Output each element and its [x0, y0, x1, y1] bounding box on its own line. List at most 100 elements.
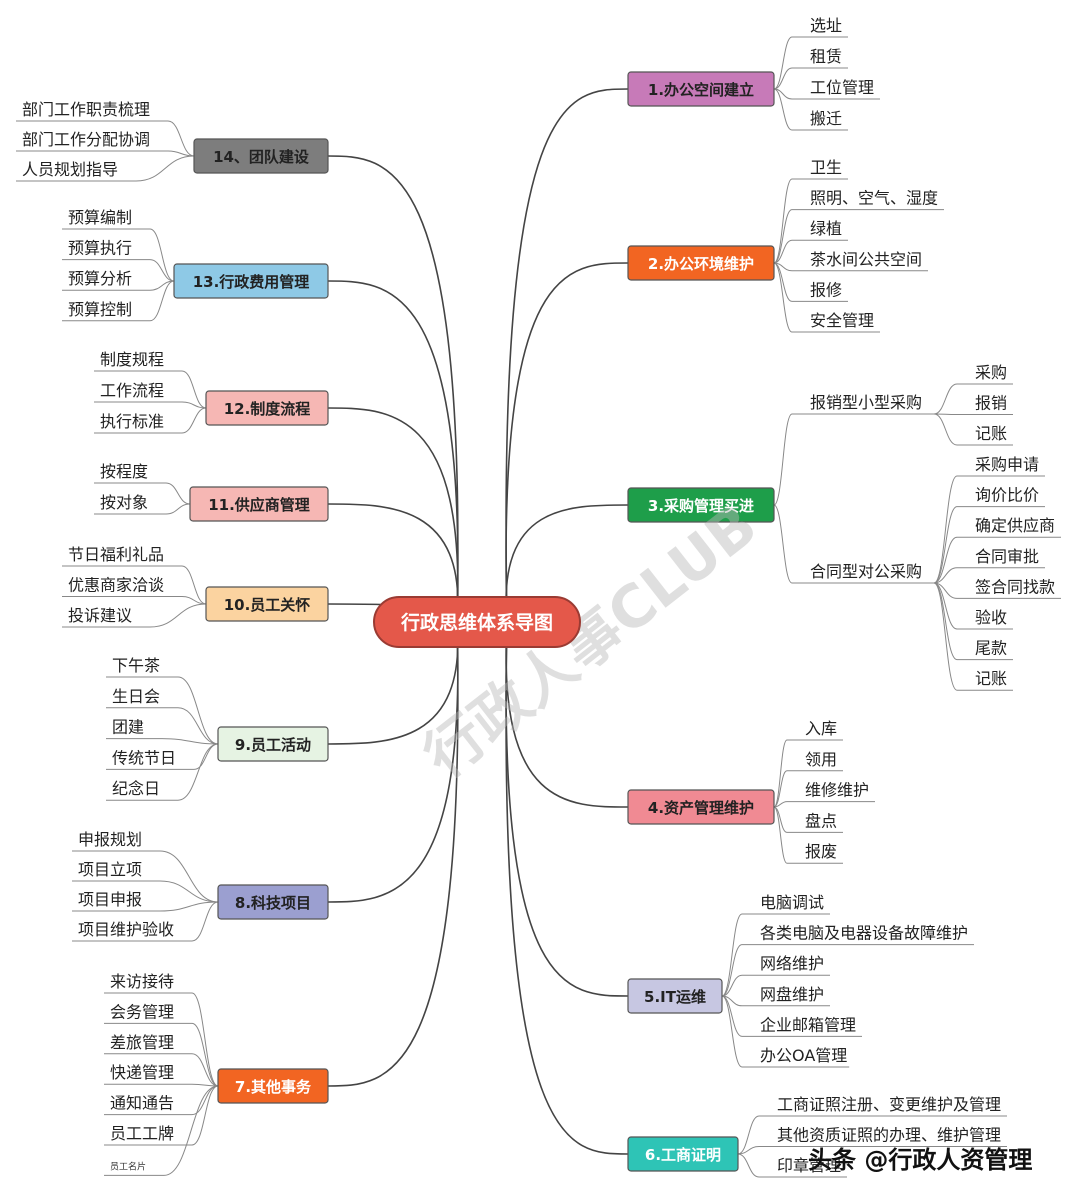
- branch-9-leaf[interactable]: 纪念日: [106, 743, 219, 801]
- branch-3-group-2-leaf[interactable]: 记账: [933, 582, 1013, 691]
- branch-13-leaf[interactable]: 预算控制: [62, 280, 175, 322]
- branch-3-group-label: 合同型对公采购: [810, 562, 922, 581]
- branch-10-node[interactable]: 10.员工关怀: [205, 586, 329, 622]
- branch-11-leaf[interactable]: 按程度: [94, 462, 191, 505]
- branch-2-leaf[interactable]: 卫生: [773, 158, 848, 264]
- branch-14-leaf-label: 部门工作职责梳理: [22, 100, 150, 119]
- branch-1-node[interactable]: 1.办公空间建立: [627, 71, 775, 107]
- branch-5-leaf-label: 办公OA管理: [760, 1046, 847, 1065]
- branch-3-node[interactable]: 3.采购管理买进: [627, 487, 775, 523]
- branch-12-node[interactable]: 12.制度流程: [205, 390, 329, 426]
- branch-1-leaf[interactable]: 工位管理: [773, 78, 880, 100]
- branch-3-group-2-leaf[interactable]: 采购申请: [933, 455, 1045, 584]
- branch-7-leaf[interactable]: 差旅管理: [104, 1033, 219, 1087]
- branch-3-group-1[interactable]: 报销型小型采购: [773, 393, 934, 506]
- branch-8-leaf[interactable]: 项目申报: [72, 890, 219, 912]
- leaf-layer: 选址租赁工位管理搬迁卫生照明、空气、湿度绿植茶水间公共空间报修安全管理报销型小型…: [16, 16, 1061, 1178]
- branch-5-label: 5.IT运维: [644, 988, 706, 1006]
- branch-14-leaf[interactable]: 人员规划指导: [16, 155, 195, 182]
- branch-7-leaf[interactable]: 会务管理: [104, 1002, 219, 1087]
- branch-10-leaf[interactable]: 优惠商家洽谈: [62, 576, 207, 605]
- branch-5-leaf[interactable]: 网盘维护: [721, 985, 830, 1007]
- branch-5-node[interactable]: 5.IT运维: [627, 978, 723, 1014]
- branch-1-label: 1.办公空间建立: [648, 81, 754, 99]
- branch-5-leaf[interactable]: 网络维护: [721, 954, 830, 997]
- branch-11-node[interactable]: 11.供应商管理: [189, 486, 329, 522]
- branch-3-group-2-leaf[interactable]: 确定供应商: [933, 516, 1061, 584]
- branch-11-leaf-label: 按程度: [100, 462, 148, 481]
- branch-10-leaf[interactable]: 节日福利礼品: [62, 545, 207, 605]
- branch-8-leaf[interactable]: 项目维护验收: [72, 901, 219, 942]
- branch-6-node[interactable]: 6.工商证明: [627, 1136, 739, 1172]
- branch-4-leaf[interactable]: 报废: [773, 806, 843, 864]
- branch-12-leaf[interactable]: 制度规程: [94, 350, 207, 409]
- branch-4-leaf[interactable]: 入库: [773, 719, 843, 808]
- branch-6-leaf[interactable]: 工商证照注册、变更维护及管理: [737, 1095, 1007, 1155]
- branch-2-leaf-label: 照明、空气、湿度: [810, 189, 938, 208]
- branch-11-leaf[interactable]: 按对象: [94, 493, 191, 515]
- branch-14-node[interactable]: 14、团队建设: [193, 138, 329, 174]
- branch-6-leaf[interactable]: 其他资质证照的办理、维护管理: [737, 1126, 1007, 1155]
- branch-1-leaf[interactable]: 租赁: [773, 47, 848, 90]
- branch-5-leaf[interactable]: 各类电脑及电器设备故障维护: [721, 924, 974, 997]
- branch-7-leaf[interactable]: 员工名片: [104, 1085, 219, 1176]
- branch-6-leaf[interactable]: 印章管理: [737, 1153, 847, 1178]
- branch-10-leaf-label: 投诉建议: [68, 606, 132, 625]
- branch-9-leaf[interactable]: 团建: [106, 718, 219, 745]
- branch-3-group-2-leaf[interactable]: 签合同找款: [933, 577, 1061, 599]
- branch-8-leaf-label: 项目立项: [78, 860, 142, 879]
- branch-2-leaf-label: 安全管理: [810, 311, 874, 330]
- branch-13-leaf-label: 预算执行: [68, 239, 132, 258]
- branch-5-leaf[interactable]: 电脑调试: [721, 893, 830, 997]
- branch-9-node[interactable]: 9.员工活动: [217, 726, 329, 762]
- branch-12-leaf[interactable]: 执行标准: [94, 407, 207, 434]
- branch-4-leaf[interactable]: 维修维护: [773, 781, 875, 808]
- branch-7-leaf[interactable]: 通知通告: [104, 1085, 219, 1116]
- branch-13-leaf[interactable]: 预算编制: [62, 208, 175, 282]
- branch-8-leaf[interactable]: 申报规划: [72, 830, 219, 903]
- branch-8-leaf[interactable]: 项目立项: [72, 860, 219, 903]
- branch-9-leaf[interactable]: 下午茶: [106, 656, 219, 745]
- branch-1-leaf[interactable]: 选址: [773, 16, 848, 90]
- branch-9-leaf[interactable]: 生日会: [106, 687, 219, 745]
- branch-4-leaf[interactable]: 盘点: [773, 806, 843, 833]
- branch-2-leaf[interactable]: 照明、空气、湿度: [773, 189, 944, 264]
- branch-10-leaf[interactable]: 投诉建议: [62, 603, 207, 628]
- branch-2-node[interactable]: 2.办公环境维护: [627, 245, 775, 281]
- branch-13-leaf[interactable]: 预算分析: [62, 269, 175, 291]
- branch-8-label: 8.科技项目: [235, 894, 311, 912]
- branch-2-leaf[interactable]: 安全管理: [773, 262, 880, 333]
- branch-3-group-2-leaf-label: 签合同找款: [975, 577, 1055, 596]
- branch-7-leaf[interactable]: 员工工牌: [104, 1085, 219, 1146]
- branch-7-leaf[interactable]: 来访接待: [104, 972, 219, 1087]
- branch-2-leaf[interactable]: 绿植: [773, 219, 848, 264]
- branch-8-leaf-label: 申报规划: [78, 830, 142, 849]
- branch-7-leaf[interactable]: 快递管理: [104, 1063, 219, 1087]
- branch-13-leaf[interactable]: 预算执行: [62, 239, 175, 282]
- branch-13-node[interactable]: 13.行政费用管理: [173, 263, 329, 299]
- branch-13-leaf-label: 预算编制: [68, 208, 132, 227]
- branch-5-leaf[interactable]: 办公OA管理: [721, 995, 850, 1068]
- branch-8-node[interactable]: 8.科技项目: [217, 884, 329, 920]
- center-node[interactable]: 行政思维体系导图: [373, 596, 581, 648]
- branch-4-leaf[interactable]: 领用: [773, 750, 843, 808]
- branch-3-group-2[interactable]: 合同型对公采购: [773, 504, 934, 584]
- branch-11-leaf-label: 按对象: [100, 493, 148, 512]
- branch-14-leaf[interactable]: 部门工作分配协调: [16, 130, 195, 157]
- branch-3-group-2-leaf[interactable]: 验收: [933, 582, 1013, 630]
- branch-12-leaf[interactable]: 工作流程: [94, 381, 207, 409]
- connector-branch-7: [327, 621, 459, 1087]
- branch-3-group-2-leaf[interactable]: 合同审批: [933, 547, 1045, 584]
- branch-3-group-2-leaf[interactable]: 询价比价: [933, 486, 1045, 584]
- branch-4-node[interactable]: 4.资产管理维护: [627, 789, 775, 825]
- branch-2-leaf-label: 卫生: [810, 158, 842, 177]
- branch-1-leaf[interactable]: 搬迁: [773, 88, 848, 131]
- branch-14-leaf[interactable]: 部门工作职责梳理: [16, 100, 195, 157]
- branch-9-leaf[interactable]: 传统节日: [106, 743, 219, 770]
- branch-3-group-1-leaf[interactable]: 报销: [933, 394, 1013, 415]
- branch-7-node[interactable]: 7.其他事务: [217, 1068, 329, 1104]
- branch-3-group-1-leaf[interactable]: 采购: [933, 363, 1013, 415]
- branch-3-group-1-leaf[interactable]: 记账: [933, 413, 1013, 446]
- connector-layer: [327, 88, 629, 1155]
- branch-2-leaf[interactable]: 茶水间公共空间: [773, 250, 928, 272]
